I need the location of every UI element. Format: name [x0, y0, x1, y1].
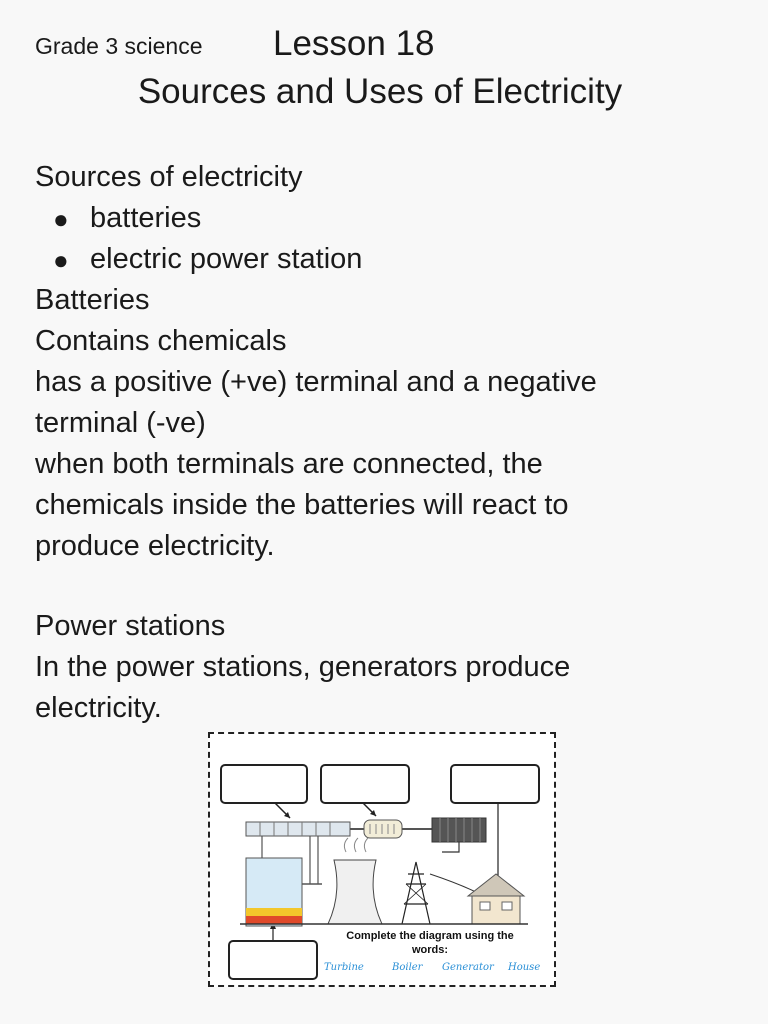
diagram-instruction: words:	[411, 944, 449, 956]
word-option: Generator	[442, 962, 494, 973]
batteries-heading: Batteries	[35, 284, 150, 316]
power-station-illustration	[240, 782, 528, 942]
batteries-line: produce electricity.	[35, 530, 275, 562]
word-option: House	[508, 962, 541, 973]
bullet-icon: ●	[53, 245, 69, 275]
sources-heading: Sources of electricity	[35, 161, 303, 193]
lesson-number: Lesson 18	[273, 24, 435, 63]
word-option: Turbine	[324, 962, 364, 973]
source-item-batteries: batteries	[90, 202, 202, 234]
label-box-boiler-answer[interactable]	[228, 940, 318, 980]
diagram-instruction: Complete the diagram using the	[346, 930, 514, 942]
grade-label: Grade 3 science	[35, 33, 203, 59]
label-box-turbine-answer[interactable]	[220, 764, 308, 804]
page-title: Sources and Uses of Electricity	[137, 72, 623, 111]
power-stations-line: In the power stations, generators produc…	[35, 651, 571, 683]
batteries-line: has a positive (+ve) terminal and a nega…	[35, 366, 597, 398]
label-box-generator-answer[interactable]	[320, 764, 410, 804]
power-stations-heading: Power stations	[35, 610, 226, 642]
batteries-line: terminal (-ve)	[35, 407, 206, 439]
batteries-line: chemicals inside the batteries will reac…	[35, 489, 569, 521]
batteries-line: Contains chemicals	[35, 325, 287, 357]
label-box-house-answer[interactable]	[450, 764, 540, 804]
batteries-line: when both terminals are connected, the	[35, 448, 543, 480]
bullet-icon: ●	[53, 204, 69, 234]
source-item-power-station: electric power station	[90, 243, 363, 275]
power-stations-line: electricity.	[35, 692, 162, 724]
word-option: Boiler	[392, 962, 423, 973]
power-station-diagram: Complete the diagram using the words: Tu…	[208, 732, 556, 987]
